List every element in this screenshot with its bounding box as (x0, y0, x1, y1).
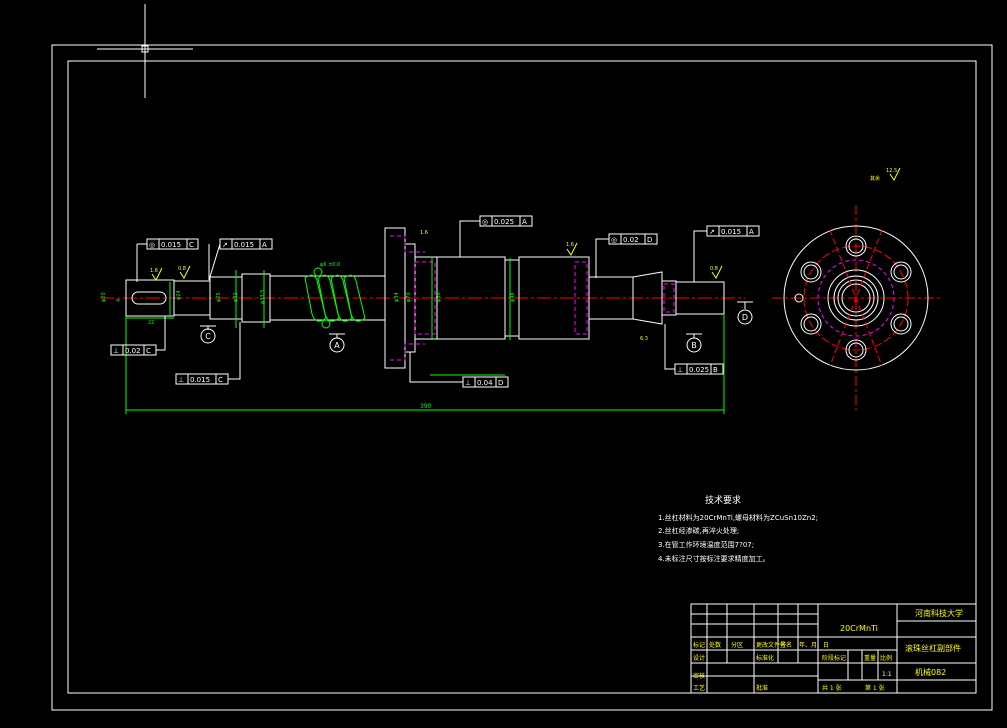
svg-text:第 1 张: 第 1 张 (865, 684, 885, 692)
datum-letters: C A B D (205, 313, 748, 350)
svg-text:0.8: 0.8 (710, 266, 718, 272)
svg-text:0.025: 0.025 (689, 366, 709, 374)
svg-text:φ34: φ34 (394, 292, 400, 302)
svg-text:B: B (713, 366, 718, 374)
datum-bubbles (200, 301, 753, 353)
svg-text:2.丝杠经渗碳,再淬火处理;: 2.丝杠经渗碳,再淬火处理; (658, 526, 739, 535)
svg-text:A: A (522, 218, 527, 226)
svg-text:φ50: φ50 (436, 292, 442, 302)
svg-text:◎: ◎ (611, 236, 617, 244)
inner-frame (67, 60, 977, 694)
svg-text:分区: 分区 (731, 641, 743, 649)
svg-text:A: A (334, 341, 340, 350)
svg-text:比例: 比例 (880, 654, 892, 662)
svg-text:D: D (647, 236, 652, 244)
svg-text:◎: ◎ (149, 241, 155, 249)
title-block-text: 20CrMnTi 河南科技大学 滚珠丝杠副部件 机械082 1:1 共 1 张 … (693, 608, 963, 692)
svg-text:⊥: ⊥ (178, 376, 184, 384)
svg-text:◎: ◎ (482, 218, 488, 226)
notes-list: 1.丝杠材料为20CrMnTi,螺母材料为ZCuSn10Zn2; 2.丝杠经渗碳… (658, 513, 818, 563)
svg-text:A: A (749, 228, 754, 236)
svg-text:22: 22 (148, 320, 154, 326)
svg-text:河南科技大学: 河南科技大学 (915, 608, 963, 618)
svg-text:1:1: 1:1 (882, 671, 892, 678)
svg-text:B: B (691, 341, 697, 350)
svg-text:4.未标注尺寸按标注要求精度加工。: 4.未标注尺寸按标注要求精度加工。 (658, 554, 770, 563)
svg-text:φ70: φ70 (406, 292, 412, 302)
thread-helix (304, 267, 366, 329)
svg-text:0.02: 0.02 (125, 347, 141, 355)
svg-text:↗: ↗ (222, 241, 228, 249)
svg-text:C: C (218, 376, 223, 384)
tolerance-frame-text: ◎ 0.015 C ↗ 0.015 A ◎ 0.025 A ◎ 0.02 D ↗… (113, 218, 754, 387)
svg-text:4: 4 (116, 299, 122, 302)
svg-text:1.6: 1.6 (150, 268, 158, 274)
svg-text:0.04: 0.04 (477, 379, 493, 387)
svg-text:6.3: 6.3 (640, 336, 648, 342)
svg-text:D: D (742, 313, 748, 322)
svg-text:1.丝杠材料为20CrMnTi,螺母材料为ZCuSn10Zn: 1.丝杠材料为20CrMnTi,螺母材料为ZCuSn10Zn2; (658, 513, 818, 522)
svg-text:⊥: ⊥ (677, 366, 683, 374)
roughness-marks: 1.6 0.8 1.6 1.6 0.8 6.3 12.5 其余 (150, 168, 897, 342)
svg-text:↗: ↗ (709, 228, 715, 236)
crosshair-cursor (97, 4, 193, 98)
svg-text:处数: 处数 (709, 641, 721, 649)
svg-text:φ20: φ20 (101, 292, 107, 302)
svg-text:签名: 签名 (780, 641, 792, 649)
svg-text:0.02: 0.02 (623, 236, 639, 244)
dimension-text: φ20 4 φ24 φ25 φ32 φ33.5 φ34 φ70 φ50 φ48 … (101, 262, 516, 326)
svg-text:12.5: 12.5 (886, 168, 897, 174)
svg-text:0.8: 0.8 (178, 266, 186, 272)
overall-length-label: 390 (420, 403, 432, 410)
svg-text:1.6: 1.6 (420, 230, 428, 236)
svg-text:0.025: 0.025 (494, 218, 514, 226)
svg-text:D: D (498, 379, 503, 387)
svg-text:阶段标记: 阶段标记 (822, 654, 846, 662)
svg-text:φ32: φ32 (233, 292, 239, 302)
tolerance-frames (110, 215, 760, 388)
svg-text:标准化: 标准化 (756, 654, 774, 662)
svg-text:φ33.5: φ33.5 (260, 290, 266, 304)
svg-text:⊥: ⊥ (465, 379, 471, 387)
title-block (690, 603, 977, 694)
notes-title: 技术要求 (705, 494, 741, 506)
svg-text:C: C (189, 241, 194, 249)
svg-text:更改文件号: 更改文件号 (756, 641, 786, 649)
svg-text:年、月、日: 年、月、日 (799, 641, 829, 649)
hidden-lines (390, 235, 675, 361)
svg-text:工艺: 工艺 (693, 684, 705, 692)
svg-text:φ25: φ25 (216, 292, 222, 302)
flange-side-view (772, 205, 940, 410)
outer-frame (51, 44, 993, 711)
svg-text:0.015: 0.015 (161, 241, 181, 249)
svg-text:设计: 设计 (693, 654, 705, 662)
svg-text:A: A (262, 241, 267, 249)
svg-text:C: C (205, 332, 211, 341)
svg-text:机械082: 机械082 (915, 667, 946, 677)
svg-text:共 1 张: 共 1 张 (822, 684, 842, 692)
svg-text:1.6: 1.6 (566, 242, 574, 248)
svg-text:标记: 标记 (693, 641, 705, 649)
svg-text:3.在管工作环境温度范围7?07;: 3.在管工作环境温度范围7?07; (658, 540, 754, 549)
svg-text:批准: 批准 (756, 684, 768, 692)
svg-text:0.015: 0.015 (234, 241, 254, 249)
svg-text:审核: 审核 (693, 672, 705, 680)
svg-text:0.015: 0.015 (721, 228, 741, 236)
svg-text:φ6 ±0.0: φ6 ±0.0 (320, 262, 340, 268)
svg-text:0.015: 0.015 (190, 376, 210, 384)
roughness-symbols (151, 167, 901, 281)
svg-text:重量: 重量 (864, 654, 876, 662)
svg-text:φ48: φ48 (510, 292, 516, 302)
svg-text:其余: 其余 (870, 175, 880, 182)
svg-text:滚珠丝杠副部件: 滚珠丝杠副部件 (905, 643, 961, 653)
svg-text:⊥: ⊥ (113, 347, 119, 355)
dimension-lines (125, 258, 725, 414)
svg-text:20CrMnTi: 20CrMnTi (840, 624, 878, 633)
svg-text:C: C (146, 347, 151, 355)
svg-text:φ24: φ24 (176, 290, 182, 300)
